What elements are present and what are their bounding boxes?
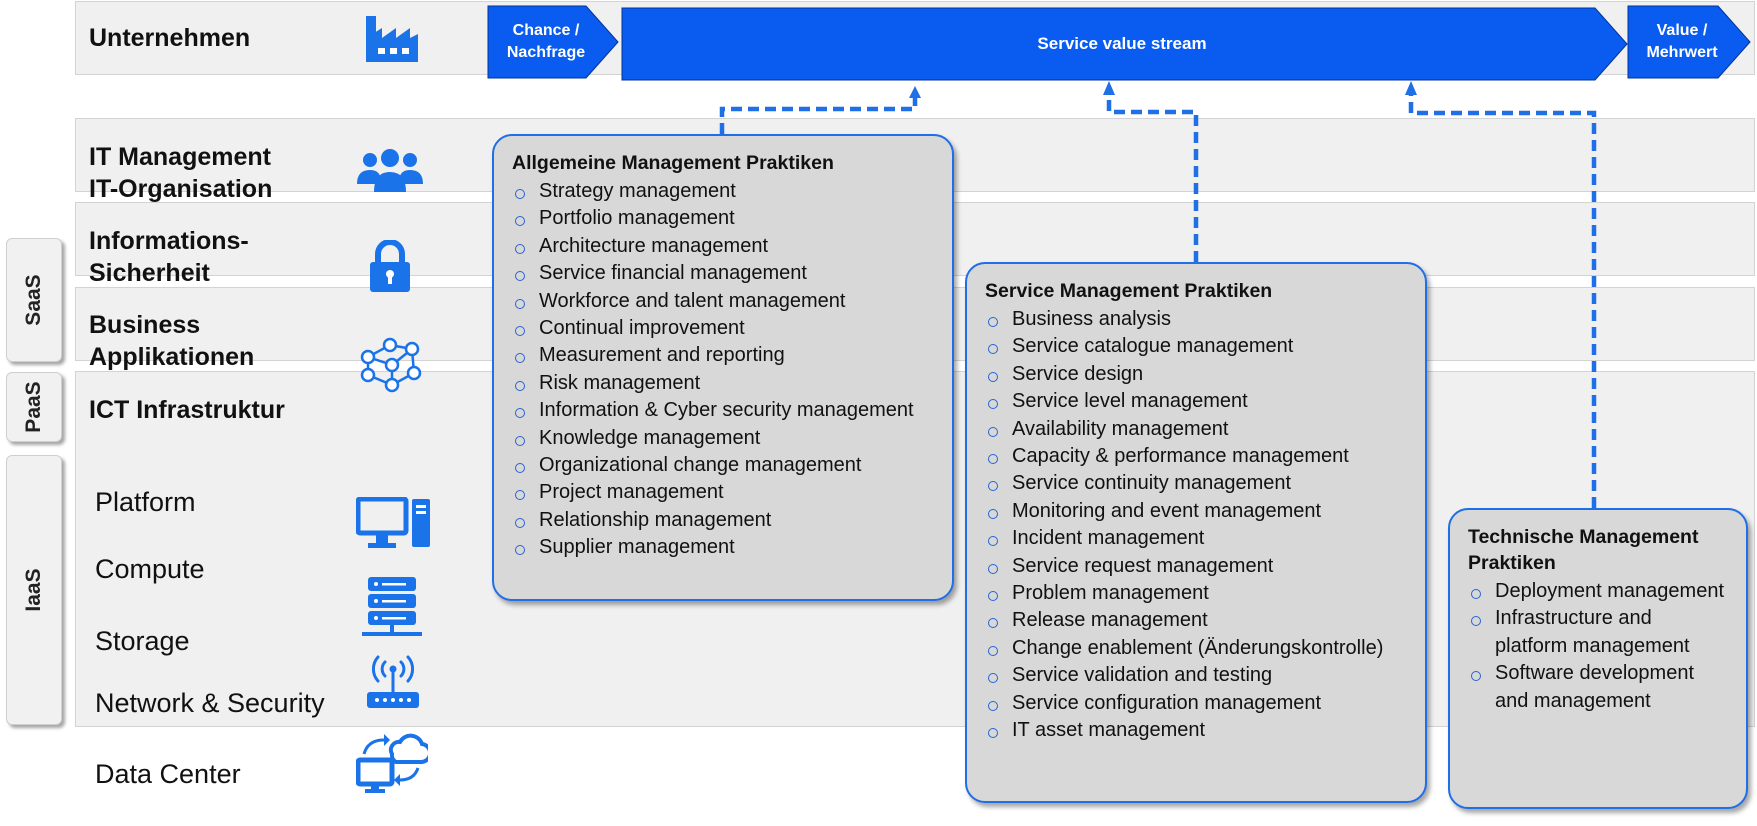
practice-item: Capacity & performance management <box>985 443 1407 470</box>
chance-arrow <box>487 5 619 79</box>
practice-item: Organizational change management <box>512 452 934 479</box>
connector-technical <box>1408 93 1597 508</box>
service-practices-box: Service Management Praktiken Business an… <box>965 262 1427 803</box>
practice-item: Service level management <box>985 388 1407 415</box>
band-title-applikationen: Applikationen <box>89 343 255 371</box>
practice-item: Relationship management <box>512 507 934 534</box>
general-practices-box: Allgemeine Management Praktiken Strategy… <box>492 134 954 601</box>
router-icon <box>367 655 419 708</box>
practice-item: IT asset management <box>985 717 1407 744</box>
server-icon <box>362 577 422 636</box>
infra-item-storage: Storage <box>95 626 190 656</box>
infra-item-platform: Platform <box>95 487 196 517</box>
practice-item: Service validation and testing <box>985 662 1407 689</box>
practice-item: Continual improvement <box>512 315 934 342</box>
team-icon <box>357 149 423 192</box>
value-label-line1: Value / <box>1656 22 1708 39</box>
practice-item: Availability management <box>985 416 1407 443</box>
network-people-icon <box>360 337 422 393</box>
practice-item: Service financial management <box>512 260 934 287</box>
tab-saas: SaaS <box>6 238 62 362</box>
connector-service <box>1106 93 1199 262</box>
infra-item-compute: Compute <box>95 554 205 584</box>
connector-service-arrowhead <box>1103 81 1115 95</box>
value-label-line2: Mehrwert <box>1646 44 1718 61</box>
practice-item: Risk management <box>512 370 934 397</box>
practice-item: Project management <box>512 479 934 506</box>
practice-item: Supplier management <box>512 534 934 561</box>
practice-item: Change enablement (Änderungskontrolle) <box>985 635 1407 662</box>
practice-item: Measurement and reporting <box>512 342 934 369</box>
practice-item: Architecture management <box>512 233 934 260</box>
lock-icon <box>370 240 410 292</box>
practice-item: Business analysis <box>985 306 1407 333</box>
practice-item: Knowledge management <box>512 425 934 452</box>
practice-item: Information & Cyber security management <box>512 397 934 424</box>
chance-label-line2: Nachfrage <box>506 44 586 61</box>
band-title-ict-infrastruktur: ICT Infrastruktur <box>89 396 285 424</box>
connector-general-arrowhead <box>909 86 921 98</box>
practice-item: Infrastructure and platform management <box>1468 605 1728 660</box>
practice-item: Service continuity management <box>985 470 1407 497</box>
practice-item: Service request management <box>985 553 1407 580</box>
tab-paas: PaaS <box>6 372 62 442</box>
service-value-stream-label: Service value stream <box>1037 34 1207 53</box>
desktop-icon <box>356 497 430 548</box>
practice-item: Problem management <box>985 580 1407 607</box>
practice-item: Release management <box>985 607 1407 634</box>
band-title-sicherheit: Sicherheit <box>89 259 210 287</box>
technical-practices-title: Technische Management Praktiken <box>1468 526 1699 574</box>
chance-label-line1: Chance / <box>512 22 580 39</box>
tab-iaas: IaaS <box>6 455 62 725</box>
infra-item-data-center: Data Center <box>95 759 241 789</box>
service-value-stream-arrow <box>621 7 1628 81</box>
band-title-business: Business <box>89 311 201 339</box>
practice-item: Incident management <box>985 525 1407 552</box>
cloud-sync-icon <box>356 733 428 793</box>
band-title-it-organisation: IT-Organisation <box>89 175 273 203</box>
service-practices-title: Service Management Praktiken <box>985 280 1273 302</box>
practice-item: Software development and management <box>1468 660 1728 715</box>
practice-item: Workforce and talent management <box>512 288 934 315</box>
band-title-it-management: IT Management <box>89 143 271 171</box>
practice-item: Strategy management <box>512 178 934 205</box>
practice-item: Deployment management <box>1468 578 1728 605</box>
connector-technical-arrowhead <box>1405 81 1417 95</box>
chance-label: Chance / Nachfrage <box>488 10 604 74</box>
band-title-informations: Informations- <box>89 227 249 255</box>
practice-item: Portfolio management <box>512 205 934 232</box>
band-title-unternehmen: Unternehmen <box>89 24 251 52</box>
value-label: Value / Mehrwert <box>1628 10 1736 74</box>
value-arrow <box>1627 5 1751 79</box>
general-practices-title: Allgemeine Management Praktiken <box>512 152 834 174</box>
practice-item: Service catalogue management <box>985 333 1407 360</box>
practice-item: Monitoring and event management <box>985 498 1407 525</box>
technical-practices-box: Technische Management Praktiken Deployme… <box>1448 508 1748 809</box>
infra-item-network-security: Network & Security <box>95 688 325 718</box>
connector-general <box>719 96 918 134</box>
practice-item: Service design <box>985 361 1407 388</box>
factory-icon <box>366 16 418 62</box>
practice-item: Service configuration management <box>985 690 1407 717</box>
